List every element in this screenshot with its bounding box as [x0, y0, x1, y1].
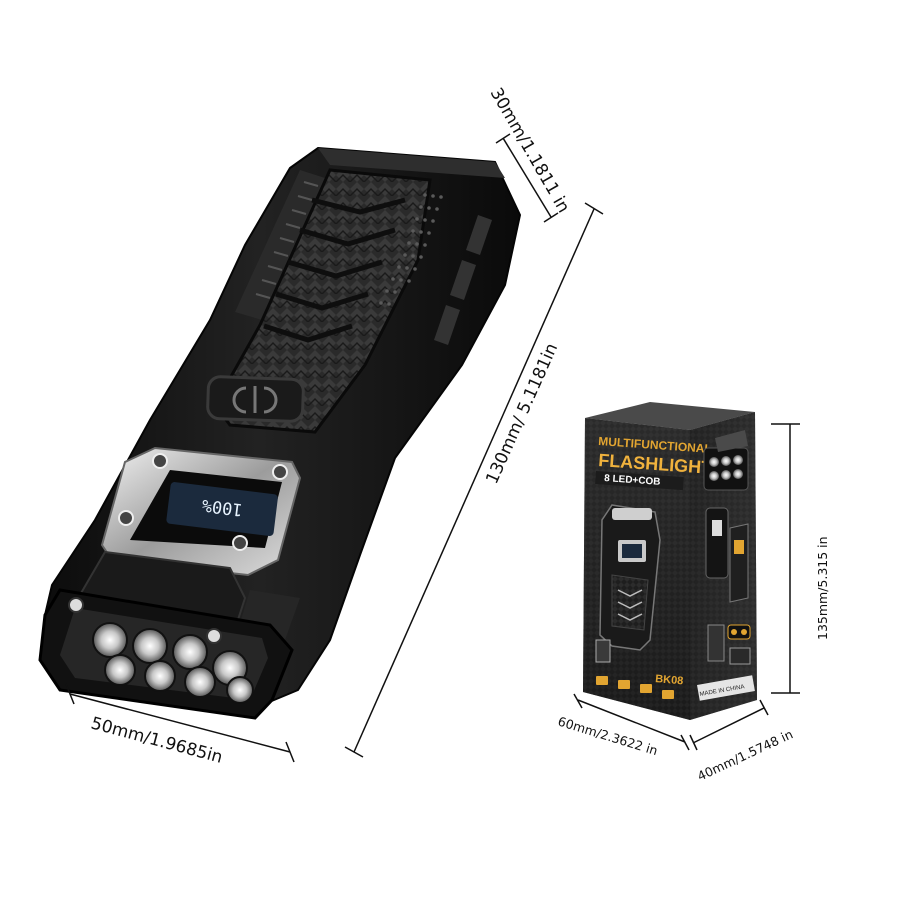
led-head — [38, 588, 294, 720]
flashlight-top-cap — [318, 148, 505, 178]
width-dimension — [65, 683, 295, 763]
battery-reading: 100% — [201, 495, 244, 520]
feature-icons — [596, 676, 674, 699]
length-dimension — [344, 202, 604, 758]
box-height-label: 135mm/5.315 in — [815, 536, 830, 640]
package-model: BK08 — [655, 673, 684, 687]
box-height-dimension — [771, 423, 800, 694]
flashlight-image: 100% — [38, 146, 522, 720]
length-label: 130mm/ 5.1181in — [482, 340, 562, 487]
speaker-grille — [379, 193, 443, 306]
box-flashlight-image — [599, 504, 661, 651]
box-width-label: 60mm/2.3622 in — [556, 714, 659, 759]
box-width-dimension — [573, 693, 690, 751]
width-label: 50mm/1.9685in — [89, 714, 225, 768]
package-box: MULTIFUNCTIONAL FLASHLIGHT 8 LED+COB BK0… — [583, 402, 757, 720]
power-button — [206, 375, 305, 423]
box-side-led-image — [703, 430, 749, 491]
box-side-usage-images — [705, 507, 751, 665]
thickness-dimension — [495, 133, 559, 223]
package-tagline: 8 LED+COB — [604, 473, 661, 488]
lcd-display: 100% — [100, 446, 302, 577]
box-depth-dimension — [689, 699, 769, 751]
